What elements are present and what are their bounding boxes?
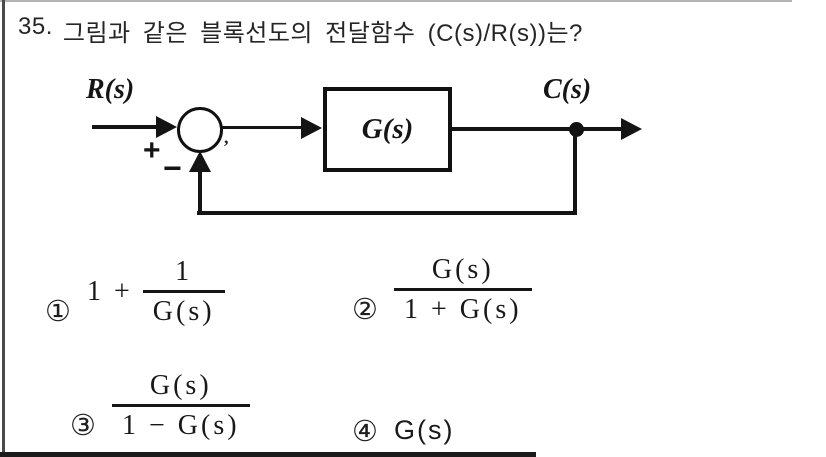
plus-sign: + bbox=[143, 134, 161, 167]
output-signal-label: C(s) bbox=[543, 74, 592, 105]
bottom-rule-line bbox=[0, 452, 536, 457]
choice-row-3: ③ G(s) 1 − G(s) bbox=[70, 369, 250, 443]
question-line: 35. 그림과 같은 블록선도의 전달함수 (C(s)/R(s))는? bbox=[18, 13, 583, 48]
feedback-line-right bbox=[573, 129, 577, 215]
left-rule-line bbox=[2, 0, 5, 457]
question-number: 35. bbox=[18, 13, 53, 40]
top-rule-line bbox=[0, 0, 792, 2]
choice-1-numerator: 1 bbox=[175, 256, 193, 287]
choice-1-fraction: 1 G(s) bbox=[142, 255, 225, 329]
choice-2-denominator: 1 + G(s) bbox=[394, 288, 532, 327]
forward-line bbox=[222, 126, 304, 129]
choice-2-numerator: G(s) bbox=[431, 254, 494, 285]
forward-arrowhead-icon bbox=[301, 117, 322, 139]
choice-3-denominator: 1 − G(s) bbox=[112, 404, 250, 443]
gain-block: G(s) bbox=[323, 87, 452, 172]
choice-3-marker: ③ bbox=[70, 408, 96, 442]
choice-1-denominator: G(s) bbox=[142, 290, 225, 329]
choice-2-fraction: G(s) 1 + G(s) bbox=[394, 253, 532, 327]
output-line bbox=[452, 127, 622, 131]
choice-2-expression: G(s) 1 + G(s) bbox=[394, 253, 532, 327]
choice-row-4: ④ G(s) bbox=[352, 417, 454, 449]
choice-1-prefix: 1 + bbox=[87, 276, 133, 307]
choice-4-expression: G(s) bbox=[394, 415, 455, 445]
feedback-arrowhead-icon bbox=[189, 151, 211, 172]
stray-tick-mark: , bbox=[224, 127, 229, 147]
feedback-line-bottom bbox=[197, 211, 577, 215]
choice-3-fraction: G(s) 1 − G(s) bbox=[112, 369, 250, 443]
choice-4-marker: ④ bbox=[352, 414, 378, 448]
choice-1-marker: ① bbox=[45, 294, 71, 328]
choice-3-expression: G(s) 1 − G(s) bbox=[112, 369, 250, 443]
summing-junction bbox=[177, 107, 223, 153]
choice-2-marker: ② bbox=[352, 292, 378, 326]
choice-row-1: ① 1 + 1 G(s) bbox=[45, 255, 225, 329]
input-arrowhead-icon bbox=[156, 116, 177, 138]
choice-row-2: ② G(s) 1 + G(s) bbox=[352, 253, 532, 327]
feedback-line-left bbox=[198, 170, 202, 215]
gain-block-label: G(s) bbox=[361, 113, 414, 145]
minus-sign: − bbox=[163, 150, 182, 186]
input-signal-label: R(s) bbox=[86, 74, 135, 105]
question-text: 그림과 같은 블록선도의 전달함수 (C(s)/R(s))는? bbox=[62, 20, 583, 47]
choice-3-numerator: G(s) bbox=[149, 370, 212, 401]
input-line bbox=[92, 125, 164, 129]
choice-1-expression: 1 + 1 G(s) bbox=[87, 255, 225, 329]
output-arrowhead-icon bbox=[621, 118, 642, 140]
